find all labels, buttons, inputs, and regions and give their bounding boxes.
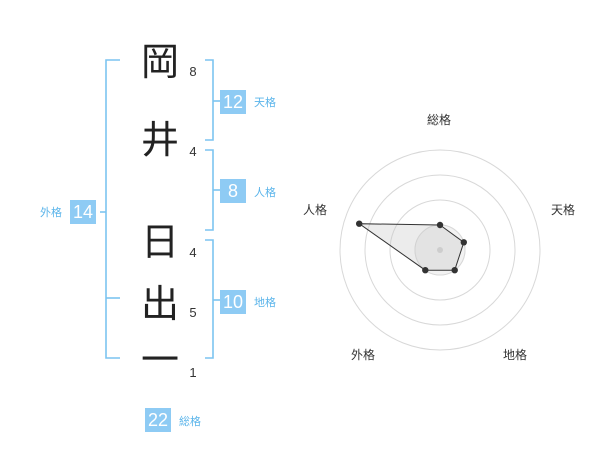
radar-value-polygon xyxy=(357,223,465,271)
radar-ring-4 xyxy=(339,149,541,351)
radar-point-4 xyxy=(422,267,429,274)
radar-point-2 xyxy=(460,239,467,246)
chikaku-badge: 10 xyxy=(220,290,247,314)
radar-axis-label-4: 外格 xyxy=(351,348,376,362)
gaikaku-bracket xyxy=(105,59,120,359)
name-char-2: 井 xyxy=(140,118,179,162)
radar-point-5 xyxy=(356,220,363,227)
radar-ring-2 xyxy=(389,199,491,301)
radar-axis-label-2: 天格 xyxy=(551,203,576,217)
tenkaku-label: 天格 xyxy=(254,96,276,109)
name-char-3: 日 xyxy=(140,220,179,264)
tenkaku-badge: 12 xyxy=(220,90,247,114)
gaikaku-label: 外格 xyxy=(40,206,62,219)
name-char-5: 一 xyxy=(140,338,179,382)
tenkaku-bracket xyxy=(205,59,214,141)
soukaku-badge: 22 xyxy=(145,408,172,432)
bracket-lines xyxy=(100,59,220,359)
stroke-count-5: 1 xyxy=(189,365,197,380)
stroke-count-3: 4 xyxy=(189,245,197,260)
radar-axis-label-5: 人格 xyxy=(303,203,328,217)
jinkaku-badge: 8 xyxy=(220,179,246,203)
stroke-count-2: 4 xyxy=(189,144,197,159)
stroke-count-1: 8 xyxy=(189,64,197,79)
jinkaku-label: 人格 xyxy=(254,186,276,199)
soukaku-label: 総格 xyxy=(179,415,201,428)
radar-center-dot xyxy=(437,247,443,253)
radar-ring-3 xyxy=(364,174,516,326)
radar-point-1 xyxy=(436,221,444,229)
stroke-count-4: 5 xyxy=(189,305,197,320)
name-char-4: 出 xyxy=(140,282,179,326)
radar-point-3 xyxy=(451,267,458,274)
jinkaku-bracket xyxy=(205,149,214,231)
radar-axis-label-3: 地格 xyxy=(503,348,528,362)
fortune-radar-chart xyxy=(339,149,541,351)
chikaku-label: 地格 xyxy=(254,296,276,309)
name-char-1: 岡 xyxy=(140,40,179,84)
radar-axis-label-1: 総格 xyxy=(427,113,452,127)
chikaku-bracket xyxy=(205,239,214,359)
gaikaku-badge: 14 xyxy=(70,200,97,224)
